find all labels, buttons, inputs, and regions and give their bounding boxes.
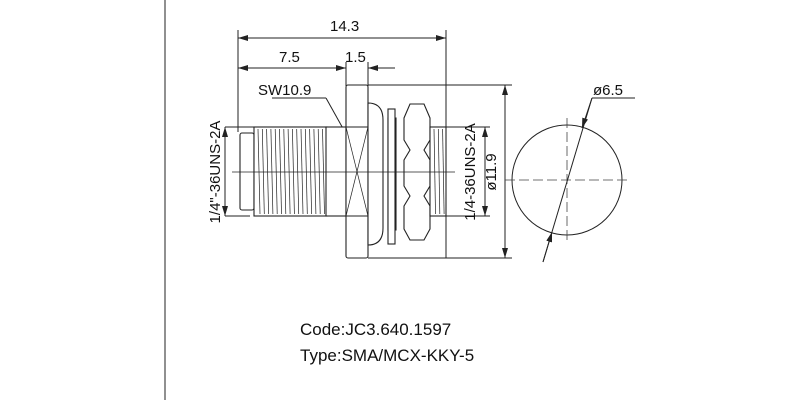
thread-line [257,128,261,215]
dimension-14-3: 14.3 [238,18,446,41]
thread-line [442,128,445,215]
shoulder [325,126,347,217]
washer [387,108,396,245]
thread-line [283,128,287,215]
part-code: Code:JC3.640.1597 [300,320,452,339]
rear-thread-dimension: 1/4"-36UNS-2A [207,121,228,224]
dimension-7-5: 7.5 [238,49,346,71]
part-type: Type:SMA/MCX-KKY-5 [300,346,475,365]
front-thread-dimension: 1/4-36UNS-2A ø11.9 [462,123,500,221]
thread-line [437,128,441,215]
dome-gasket [367,102,384,246]
rear-thread-label: 1/4"-36UNS-2A [207,121,224,224]
panel-hole-label: ø6.5 [593,82,623,99]
flange-diameter-label: ø11.9 [483,153,500,190]
thread-line [300,128,304,215]
wrench-size-label: SW10.9 [258,82,311,99]
front-thread-label: 1/4-36UNS-2A [462,123,479,221]
thread-line [309,128,312,215]
dimension-1-5: 1.5 [345,49,395,71]
thread-line [313,128,317,215]
thread-line [274,128,278,215]
front-cylinder [239,132,255,211]
overall-length-label: 14.3 [330,18,359,35]
thread-line [266,128,269,215]
thread-line [322,128,325,215]
panel-hole-view: ø6.5 [505,82,635,263]
flange-thickness-label: 1.5 [345,49,366,66]
thread-line [261,128,265,215]
threaded-body [253,126,328,217]
thread-line [433,128,436,215]
thread-line [270,128,274,215]
thread-line [279,128,282,215]
thread-line [296,128,300,215]
thread-length-label: 7.5 [279,49,300,66]
connector-side-view [239,84,447,259]
thread-line [304,128,308,215]
thread-line [292,128,295,215]
thread-lines [257,128,325,215]
front-thread [429,126,447,217]
thread-line [317,128,321,215]
thread-line [287,128,291,215]
